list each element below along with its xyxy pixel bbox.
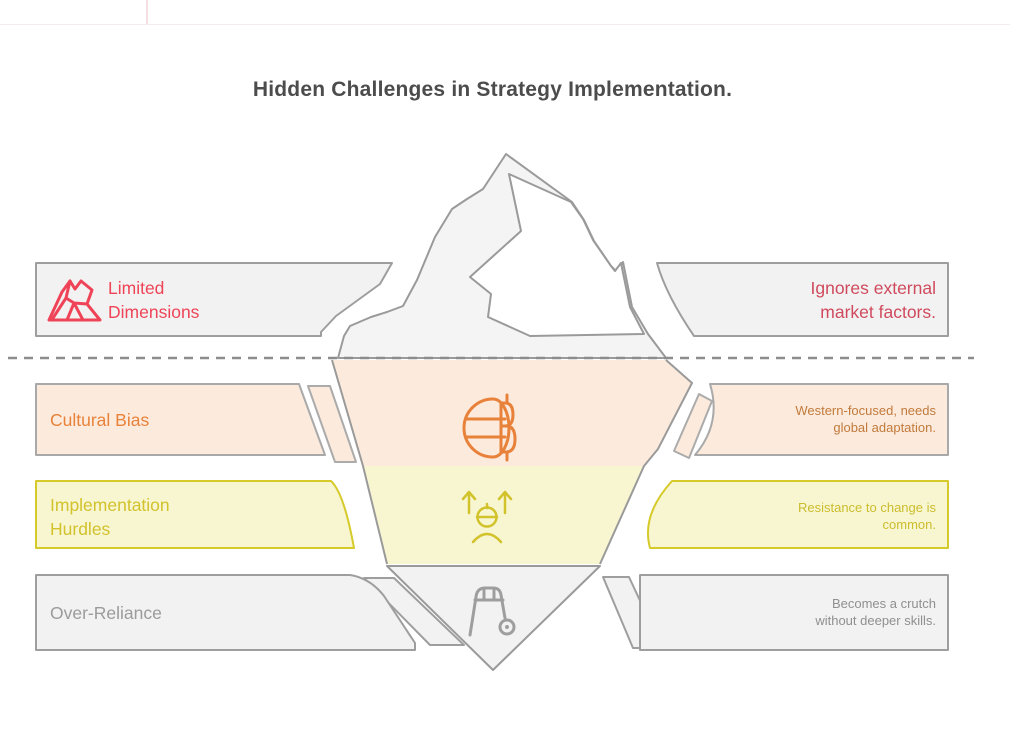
top-divider bbox=[0, 0, 1010, 25]
iceberg-left-edge bbox=[331, 359, 388, 565]
iceberg-facet bbox=[469, 173, 645, 337]
iceberg-icon bbox=[47, 279, 102, 322]
label-box-limited-dimensions bbox=[35, 262, 393, 337]
band-implementation-hurdles bbox=[363, 466, 644, 564]
desc-ignores-external-market-factors: Ignores external market factors. bbox=[810, 278, 937, 322]
label-box-over-reliance bbox=[35, 574, 416, 651]
label-box-cultural-bias bbox=[35, 383, 326, 456]
iceberg-right-edge bbox=[599, 359, 694, 565]
page-title: Hidden Challenges in Strategy Implementa… bbox=[252, 78, 733, 101]
top-divider-tick bbox=[146, 0, 148, 24]
globe-currency-icon bbox=[462, 393, 517, 462]
iceberg-bottom-tip bbox=[386, 565, 601, 671]
label-limited-dimensions: Limited Dimensions bbox=[108, 278, 200, 322]
walker-icon bbox=[468, 586, 516, 637]
label-box-ignores-external bbox=[656, 262, 949, 337]
wing-cultural-bias-left bbox=[307, 385, 357, 463]
worker-lift-icon bbox=[461, 490, 513, 544]
wing-over-reliance-left bbox=[363, 577, 465, 646]
label-box-becomes-crutch bbox=[639, 574, 949, 651]
label-box-resistance bbox=[646, 480, 949, 549]
wing-cultural-bias-right bbox=[673, 393, 713, 459]
label-box-western-focused bbox=[694, 383, 949, 456]
label-box-implementation-hurdles bbox=[35, 480, 355, 549]
desc-becomes-a-crutch: Becomes a crutch without deeper skills. bbox=[815, 596, 936, 628]
desc-resistance-to-change: Resistance to change is common. bbox=[797, 500, 936, 532]
desc-western-focused: Western-focused, needs global adaptation… bbox=[795, 403, 936, 435]
label-implementation-hurdles: Implementation Hurdles bbox=[50, 495, 170, 539]
label-cultural-bias: Cultural Bias bbox=[50, 410, 150, 430]
label-over-reliance: Over-Reliance bbox=[50, 603, 162, 623]
